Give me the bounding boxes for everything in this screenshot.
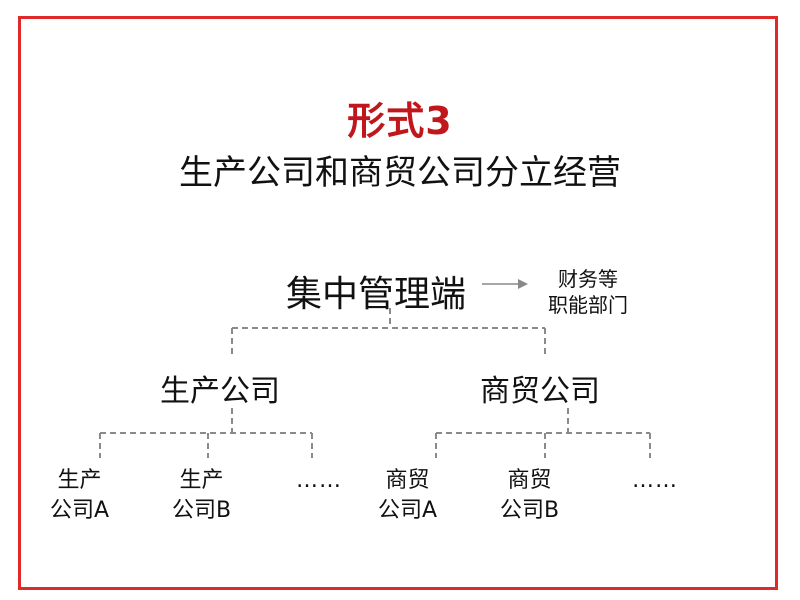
- node-central-management: 集中管理端: [286, 274, 467, 315]
- node-trading-a-line2: 公司A: [378, 498, 438, 523]
- node-trading-company: 商贸公司: [480, 374, 600, 409]
- node-trading-a-line1: 商贸: [385, 468, 430, 493]
- node-functional-depts-line2: 职能部门: [548, 293, 628, 317]
- slide-frame: [18, 16, 778, 590]
- node-production-b-line1: 生产: [179, 468, 224, 493]
- node-production-b: 生产 公司B: [172, 466, 231, 526]
- slide-subtitle: 生产公司和商贸公司分立经营: [179, 153, 621, 193]
- node-production-more: ……: [296, 468, 342, 493]
- node-production-b-line2: 公司B: [172, 498, 232, 523]
- node-functional-depts-line1: 财务等: [558, 267, 618, 291]
- node-production-a-line2: 公司A: [50, 498, 110, 523]
- node-production-a: 生产 公司A: [50, 466, 109, 526]
- node-trading-more: ……: [632, 468, 678, 493]
- node-trading-b-line2: 公司B: [500, 498, 560, 523]
- node-functional-depts: 财务等 职能部门: [548, 266, 628, 318]
- arrow-head-icon: [518, 279, 528, 289]
- node-production-a-line1: 生产: [57, 468, 102, 493]
- node-trading-b-line1: 商贸: [507, 468, 552, 493]
- node-trading-a: 商贸 公司A: [378, 466, 437, 526]
- node-production-company: 生产公司: [160, 374, 280, 409]
- node-trading-b: 商贸 公司B: [500, 466, 559, 526]
- slide-title: 形式3: [347, 99, 453, 143]
